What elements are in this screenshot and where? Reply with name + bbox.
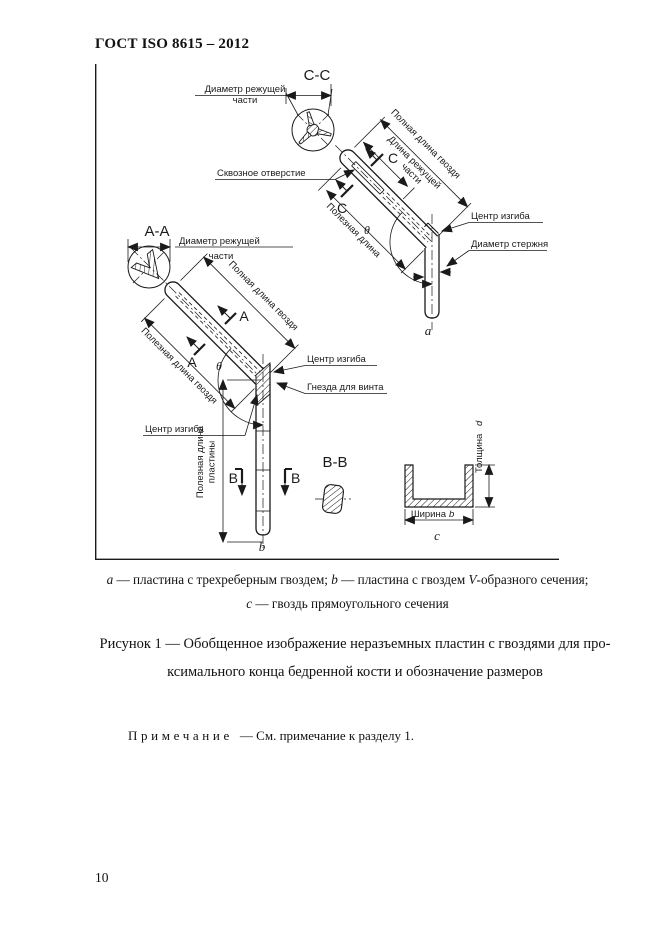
plate-with-v-nail-b: Полная длина гвоздя Полезная длина гвозд…: [130, 247, 387, 554]
label-screw-sockets: Гнезда для винта: [307, 382, 384, 393]
figure-caption-line2: с — гвоздь прямоугольного сечения: [70, 592, 625, 616]
cut-letter-b-right: В: [291, 470, 300, 486]
label-cutting-diameter-aa-line2: части: [209, 251, 234, 262]
figure-title-line2: ксимального конца бедренной кости и обоз…: [167, 664, 543, 680]
label-full-nail-length-b: Полная длина гвоздя: [226, 259, 300, 333]
caption-letter-v: V: [468, 572, 477, 587]
label-rod-diameter: Диаметр стержня: [471, 239, 548, 250]
part-letter-a: а: [425, 323, 432, 338]
rect-section-shape: [322, 484, 344, 514]
cut-letter-b-left: В: [229, 470, 238, 486]
note-text: — См. примечание к разделу 1.: [239, 728, 415, 743]
rectangular-nail-c: Толщина d Ширина b с: [403, 420, 495, 543]
note: Примечание — См. примечание к разделу 1.: [128, 728, 414, 744]
caption-letter-c: с: [246, 596, 253, 611]
caption-letter-b: b: [331, 572, 338, 587]
label-width-symbol: b: [449, 509, 454, 520]
label-cutting-diameter-cc-line2: части: [233, 95, 258, 106]
section-cc-title: С-С: [304, 67, 331, 84]
section-bb-title: В-В: [322, 454, 347, 471]
label-bend-center-b-left: Центр изгиба: [145, 424, 204, 435]
figure-title: Рисунок 1 — Обобщенное изображение нераз…: [95, 630, 615, 686]
section-cc: С-С Диаметр режущей части: [195, 67, 335, 152]
label-cutting-diameter-aa-line1: Диаметр режущей: [179, 236, 260, 247]
figure-title-line1: Рисунок 1 — Обобщенное изображение нераз…: [99, 636, 611, 652]
caption-text-c: — гвоздь прямоугольного сечения: [252, 596, 449, 611]
cut-letter-a-lower: А: [187, 354, 197, 370]
v-section-shape: [130, 248, 160, 280]
label-bend-center-a: Центр изгиба: [471, 211, 530, 222]
figure-1-drawing: С-С Диаметр режущей части: [95, 64, 559, 560]
label-theta-a: θ: [364, 223, 370, 237]
label-through-hole: Сквозное отверстие: [217, 168, 306, 179]
label-thickness-symbol: d: [474, 420, 485, 426]
caption-text-b: — пластина с гвоздем: [337, 572, 469, 587]
figure-frame: [95, 64, 559, 560]
document-header: ГОСТ ISO 8615 – 2012: [95, 36, 250, 52]
label-cutting-diameter-cc-line1: Диаметр режущей: [205, 84, 286, 95]
label-thickness-word: Толщина: [474, 433, 485, 473]
label-width-word: Ширина: [411, 509, 447, 520]
plate-with-trefoil-nail-a: С С Длина режущей части Полная длина гво…: [215, 107, 548, 338]
label-useful-nail-length: Полезная длина гвоздя: [139, 326, 220, 407]
label-plate-useful-length-line1: Полезная длина: [195, 425, 206, 498]
caption-text-a: — пластина с трехреберным гвоздем;: [113, 572, 332, 587]
label-useful-length-a: Полезная длина: [324, 201, 383, 260]
section-aa: А-А Диаметр режущей части: [126, 223, 293, 289]
label-theta-b: θ: [216, 359, 222, 373]
label-bend-center-b-right: Центр изгиба: [307, 354, 366, 365]
section-aa-title: А-А: [144, 223, 169, 240]
label-plate-useful-length-line2: пластины: [207, 441, 218, 484]
part-letter-c: с: [434, 528, 440, 543]
cut-letter-a-upper: А: [239, 308, 249, 324]
note-label: Примечание: [128, 728, 233, 743]
part-letter-b: b: [259, 539, 266, 554]
caption-text-v: -образного сечения;: [476, 572, 589, 587]
figure-caption: a — пластина с трехреберным гвоздем; b —…: [70, 568, 625, 616]
page-number: 10: [95, 870, 109, 885]
section-bb: В-В: [315, 454, 351, 514]
figure-caption-line1: a — пластина с трехреберным гвоздем; b —…: [70, 568, 625, 592]
caption-letter-a: a: [106, 572, 114, 587]
